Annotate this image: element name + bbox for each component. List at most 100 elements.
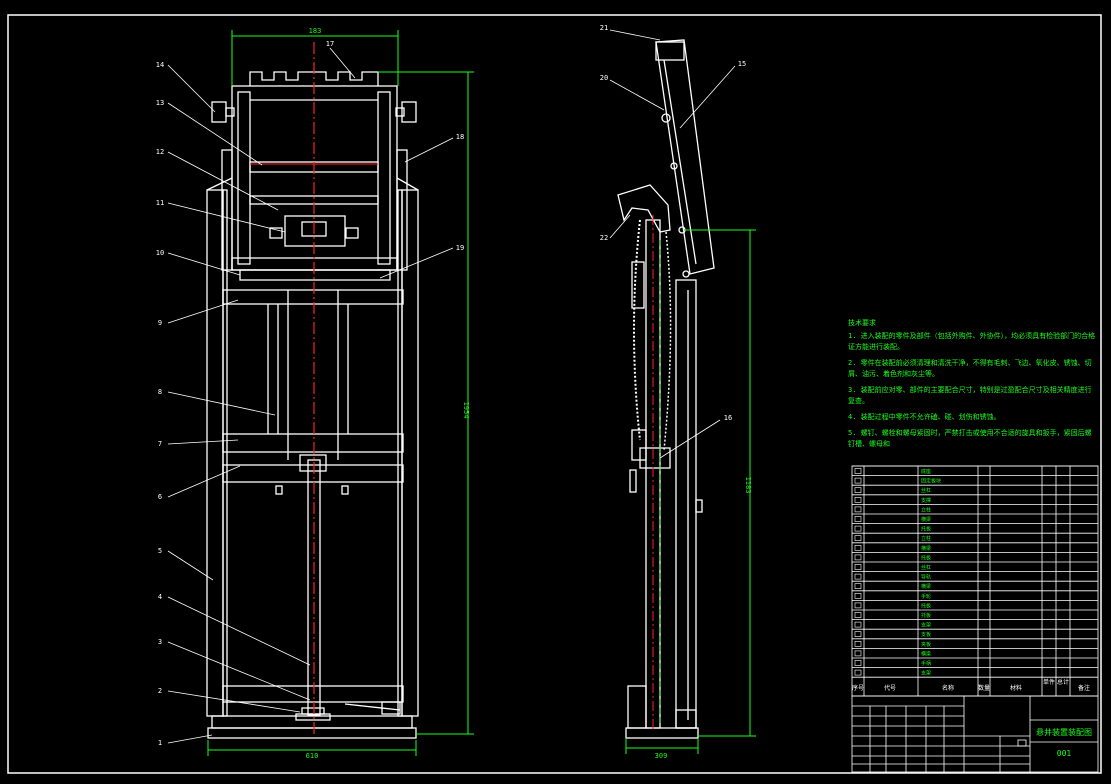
front-view: [206, 71, 419, 739]
side-view: [617, 39, 715, 739]
side-chain-2: [663, 231, 672, 451]
side-chain: [633, 219, 641, 441]
bom-index-box: [854, 477, 862, 484]
bom-part-name: 夹板: [921, 641, 931, 648]
bom-index-box: [854, 487, 862, 494]
bom-part-name: 横梁: [921, 583, 931, 590]
bom-index-box: [854, 468, 862, 474]
callout-18: 18: [456, 133, 464, 141]
callout-20: 20: [600, 74, 608, 82]
title-block: [851, 695, 1099, 773]
callout-1: 1: [158, 739, 162, 747]
bom-index-box: [854, 621, 862, 628]
bom-index-box: [854, 573, 862, 580]
bom-index-box: [854, 554, 862, 561]
bom-index-box: [854, 535, 862, 542]
bom-index-box: [854, 660, 862, 666]
front-dimensions: [207, 30, 474, 756]
bom-index-box: [854, 612, 862, 618]
bom-header-unit: 单件: [1043, 678, 1055, 686]
dim-front-top-width: 183: [309, 27, 322, 35]
callout-4: 4: [158, 593, 162, 601]
bom-index-box: [854, 506, 862, 513]
bom-part-name: 丝杠: [921, 487, 931, 494]
dim-side-base-width: 309: [655, 752, 668, 760]
bom-part-name: 托板: [921, 612, 931, 619]
callout-16: 16: [724, 414, 732, 422]
bom-part-name: 立柱: [921, 535, 931, 542]
technical-note-1: 1. 进入装配的零件及部件（包括外购件、外协件），均必须具有检验部门的合格证方能…: [848, 332, 1096, 351]
bom-part-name: 立柱: [921, 506, 931, 513]
drawing-title: 悬井装置装配图: [1036, 727, 1092, 737]
bom-part-name: 手轮: [921, 593, 931, 600]
callout-10: 10: [156, 249, 164, 257]
bom-index-box: [854, 640, 862, 647]
callout-15: 15: [738, 60, 746, 68]
technical-notes: 技术要求 1. 进入装配的零件及部件（包括外购件、外协件），均必须具有检验部门的…: [848, 318, 1098, 455]
bom-header-material: 材料: [1010, 684, 1022, 692]
bom-part-names: 底座固定板块丝杠支撑立柱横梁托板立柱横梁托板丝杠导轨横梁手轮托板托板支架支板夹板…: [854, 468, 941, 677]
callout-11: 11: [156, 199, 164, 207]
bom-part-name: 托板: [921, 602, 931, 609]
dim-front-height: 1954: [462, 402, 470, 419]
dim-front-base-width: 610: [306, 752, 319, 760]
bom-part-name: 手柄: [921, 660, 931, 667]
callout-2: 2: [158, 687, 162, 695]
front-callout-leaders: [167, 47, 454, 744]
bom-index-box: [854, 602, 862, 609]
bom-index-box: [854, 650, 862, 657]
drawing-border: [7, 14, 1102, 774]
bom-header-index: 序号: [852, 684, 864, 692]
callout-8: 8: [158, 388, 162, 396]
bom-header-qty: 数量: [978, 684, 990, 692]
bom-index-box: [854, 564, 862, 570]
callout-17: 17: [326, 40, 334, 48]
technical-note-5: 5. 螺钉、螺栓和螺母紧固时，严禁打击或使用不合适的旋具和扳手，紧固后螺钉槽、螺…: [848, 429, 1092, 448]
drawing-number: 001: [1057, 749, 1072, 758]
bom-index-box: [854, 544, 862, 551]
bom-part-name: 导轨: [921, 574, 931, 581]
dim-side-height: 1183: [744, 477, 752, 494]
side-callout-leaders: [609, 29, 736, 459]
bom-index-box: [854, 631, 862, 638]
side-dimensions: [625, 229, 756, 754]
callout-6: 6: [158, 493, 162, 501]
callout-14: 14: [156, 61, 164, 69]
bom-index-box: [854, 583, 862, 590]
bom-part-name: 底座: [921, 468, 931, 475]
callout-13: 13: [156, 99, 164, 107]
bom-part-name: 支架: [921, 622, 931, 629]
bom-header-remark: 备注: [1078, 684, 1090, 692]
side-callout-labels: 15 16 20 21 22: [600, 24, 746, 422]
technical-note-4: 4. 装配过程中零件不允许磕、碰、划伤和锈蚀。: [848, 413, 1001, 421]
callout-22: 22: [600, 234, 608, 242]
bom-header-labels: 序号 代号 名称 数量 材料 单件 总计 备注: [852, 678, 1090, 692]
bom-part-name: 横梁: [921, 545, 931, 552]
front-callout-labels: 1 2 3 4 5 6 7 8 9 10 11 12 13 14 17 18 1…: [156, 40, 464, 747]
callout-19: 19: [456, 244, 464, 252]
bom-part-name: 丝杠: [921, 564, 931, 571]
technical-note-2: 2. 零件在装配前必须清理和清洗干净，不得有毛刺、飞边、氧化皮、锈蚀、切屑、油污…: [848, 359, 1092, 378]
bom-part-name: 托板: [921, 526, 931, 533]
callout-3: 3: [158, 638, 162, 646]
callout-9: 9: [158, 319, 162, 327]
callout-12: 12: [156, 148, 164, 156]
bom-part-name: 固定板块: [921, 478, 941, 485]
callout-21: 21: [600, 24, 608, 32]
bom-index-box: [854, 669, 862, 676]
bom-index-box: [854, 525, 862, 532]
bom-part-name: 横梁: [921, 650, 931, 657]
bom-part-name: 支架: [921, 670, 931, 677]
bom-index-box: [854, 592, 862, 599]
bom-index-box: [854, 516, 862, 522]
technical-notes-title: 技术要求: [848, 319, 876, 327]
technical-note-3: 3. 装配前应对零、部件的主要配合尺寸，特别是过盈配合尺寸及相关精度进行复查。: [848, 386, 1092, 405]
callout-7: 7: [158, 440, 162, 448]
bom-part-name: 支撑: [921, 497, 931, 504]
callout-5: 5: [158, 547, 162, 555]
bom-part-name: 支板: [921, 631, 931, 638]
bom-table: [851, 465, 1099, 697]
bom-header-total: 总计: [1057, 678, 1069, 686]
bom-header-code: 代号: [884, 684, 896, 692]
